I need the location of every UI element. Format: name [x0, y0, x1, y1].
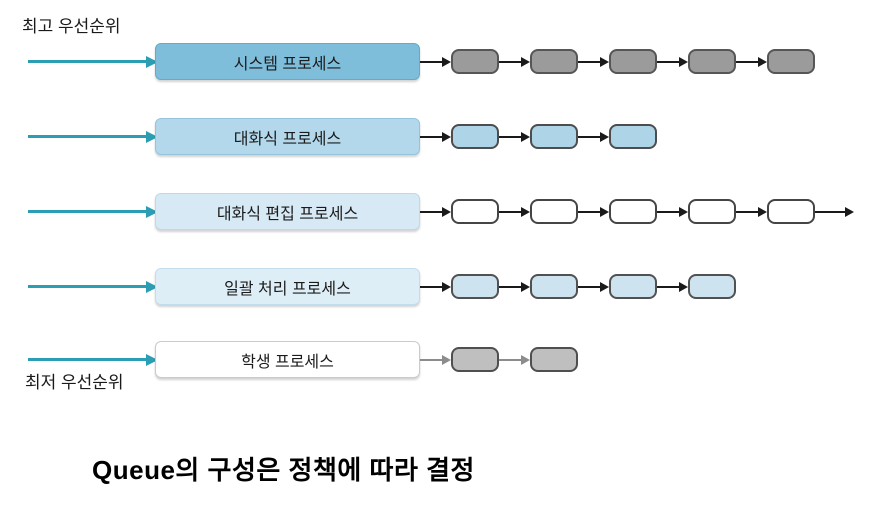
queue-row: 대화식 편집 프로세스 [0, 193, 880, 230]
process-node [688, 49, 736, 74]
arrow-right-icon [578, 131, 609, 142]
process-node [530, 49, 578, 74]
queue-items [420, 43, 815, 80]
arrow-right-icon [420, 281, 451, 292]
queue-label: 대화식 편집 프로세스 [216, 205, 359, 223]
arrow-right-icon [499, 56, 530, 67]
process-node [530, 124, 578, 149]
queue-items [420, 118, 657, 155]
priority-arrow-icon [28, 205, 158, 218]
arrow-right-icon [578, 206, 609, 217]
arrow-right-icon [420, 131, 451, 142]
process-node [451, 49, 499, 74]
arrow-right-icon [420, 206, 451, 217]
process-node [451, 274, 499, 299]
arrow-right-icon [657, 56, 688, 67]
arrow-right-icon [499, 206, 530, 217]
process-node [451, 347, 499, 372]
queue-row: 일괄 처리 프로세스 [0, 268, 880, 305]
queue-items [420, 193, 854, 230]
arrow-right-icon [657, 281, 688, 292]
process-node [609, 124, 657, 149]
process-node [767, 199, 815, 224]
priority-arrow-icon [28, 130, 158, 143]
arrow-right-icon [815, 206, 854, 217]
lowest-priority-label: 최저 우선순위 [25, 373, 124, 392]
process-node [688, 274, 736, 299]
priority-arrow-icon [28, 55, 158, 68]
queue-box: 일괄 처리 프로세스 [155, 268, 420, 305]
highest-priority-label: 최고 우선순위 [22, 17, 121, 36]
queue-box: 시스템 프로세스 [155, 43, 420, 80]
queue-items [420, 268, 736, 305]
arrow-right-icon [499, 281, 530, 292]
arrow-right-icon [420, 56, 451, 67]
arrow-right-icon [736, 206, 767, 217]
queue-box: 학생 프로세스 [155, 341, 420, 378]
queue-row: 학생 프로세스 [0, 341, 880, 378]
priority-arrow-icon [28, 280, 158, 293]
process-node [451, 124, 499, 149]
queue-box: 대화식 편집 프로세스 [155, 193, 420, 230]
queue-items [420, 341, 578, 378]
process-node [688, 199, 736, 224]
arrow-right-icon [657, 206, 688, 217]
queue-row: 시스템 프로세스 [0, 43, 880, 80]
process-node [530, 274, 578, 299]
arrow-right-icon [578, 56, 609, 67]
queue-label: 학생 프로세스 [241, 353, 334, 371]
process-node [530, 347, 578, 372]
process-node [609, 274, 657, 299]
process-node [451, 199, 499, 224]
process-node [530, 199, 578, 224]
queue-row: 대화식 프로세스 [0, 118, 880, 155]
queue-box: 대화식 프로세스 [155, 118, 420, 155]
diagram-caption: Queue의 구성은 정책에 따라 결정 [92, 455, 475, 485]
queue-label: 시스템 프로세스 [233, 55, 342, 73]
arrow-right-icon [420, 354, 451, 365]
arrow-right-icon [578, 281, 609, 292]
queue-label: 일괄 처리 프로세스 [224, 280, 351, 298]
process-node [609, 199, 657, 224]
priority-arrow-icon [28, 353, 158, 366]
arrow-right-icon [736, 56, 767, 67]
arrow-right-icon [499, 131, 530, 142]
queue-label: 대화식 프로세스 [233, 130, 342, 148]
arrow-right-icon [499, 354, 530, 365]
process-node [767, 49, 815, 74]
process-node [609, 49, 657, 74]
